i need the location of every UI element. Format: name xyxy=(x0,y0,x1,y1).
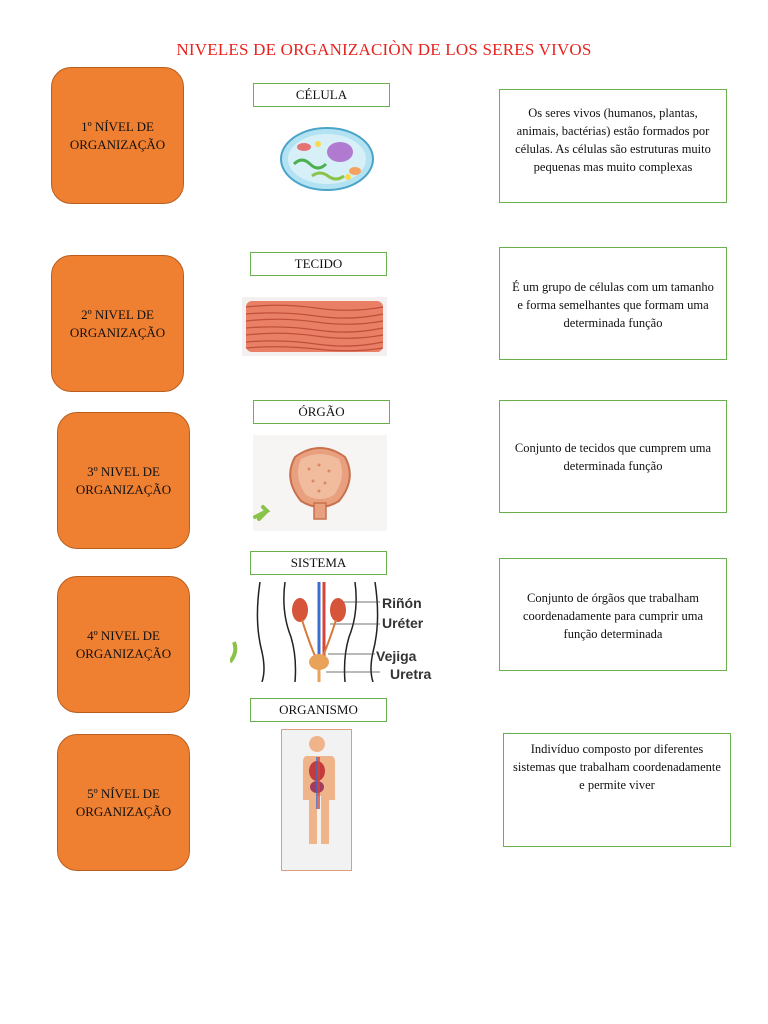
system-label-vejiga: Vejiga xyxy=(376,648,417,664)
level-4-name: 4º NIVEL DE ORGANIZAÇÃO xyxy=(75,627,172,661)
level-5-box: 5º NÍVEL DE ORGANIZAÇÃO xyxy=(57,734,190,871)
tissue-image xyxy=(242,297,387,356)
level-3-name: 3º NIVEL DE ORGANIZAÇÃO xyxy=(75,463,172,497)
label-orgao: ÓRGÃO xyxy=(253,400,390,424)
system-label-rinon: Riñón xyxy=(382,595,422,611)
page-title: NIVELES DE ORGANIZACIÒN DE LOS SERES VIV… xyxy=(176,40,592,59)
description-orgao: Conjunto de tecidos que cumprem uma dete… xyxy=(499,400,727,513)
level-4-box: 4º NIVEL DE ORGANIZAÇÃO xyxy=(57,576,190,713)
description-sistema: Conjunto de órgãos que trabalham coorden… xyxy=(499,558,727,671)
organism-image xyxy=(281,729,352,871)
description-celula: Os seres vivos (humanos, plantas, animai… xyxy=(499,89,727,203)
label-sistema: SISTEMA xyxy=(250,551,387,575)
level-1-box: 1º NÍVEL DE ORGANIZAÇÃO xyxy=(51,67,184,204)
system-label-ureter: Uréter xyxy=(382,615,424,631)
label-organismo: ORGANISMO xyxy=(250,698,387,722)
level-5-name: 5º NÍVEL DE ORGANIZAÇÃO xyxy=(75,785,172,819)
system-image: Riñón Uréter Vejiga Uretra xyxy=(230,582,440,682)
description-tecido: É um grupo de células com um tamanho e f… xyxy=(499,247,727,360)
level-1-name: 1º NÍVEL DE ORGANIZAÇÃO xyxy=(69,118,166,152)
label-celula: CÉLULA xyxy=(253,83,390,107)
description-organismo: Indivíduo composto por diferentes sistem… xyxy=(503,733,731,847)
level-2-name: 2º NIVEL DE ORGANIZAÇÃO xyxy=(69,306,166,340)
level-2-box: 2º NIVEL DE ORGANIZAÇÃO xyxy=(51,255,184,392)
system-label-uretra: Uretra xyxy=(390,666,432,682)
label-tecido: TECIDO xyxy=(250,252,387,276)
level-3-box: 3º NIVEL DE ORGANIZAÇÃO xyxy=(57,412,190,549)
cell-image xyxy=(272,122,382,194)
organ-image xyxy=(253,435,387,531)
